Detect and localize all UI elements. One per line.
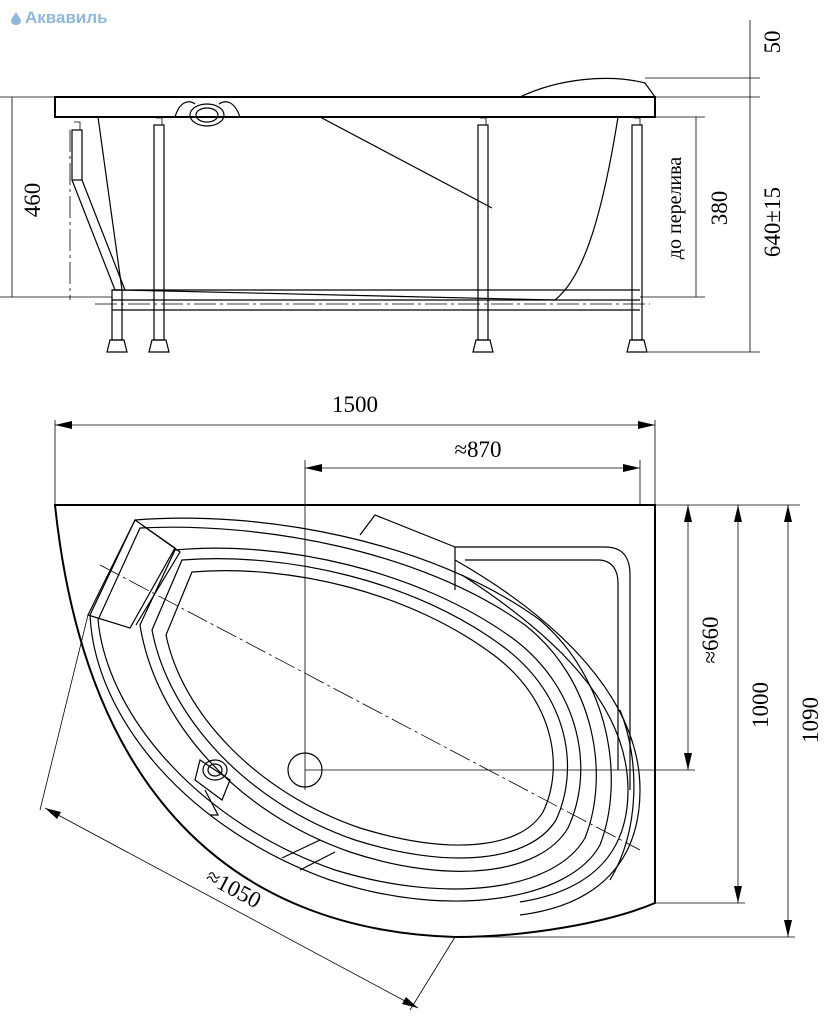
drop-icon [11,12,21,25]
overflow-label: до перелива [664,157,686,259]
brand-name: Аквавиль [25,8,108,27]
dim-rim-height: 50 [760,31,785,54]
dim-length: 1500 [332,392,378,417]
brand-logo: Аквавиль [10,8,108,28]
dim-drain-offset: ≈870 [454,437,501,462]
dim-total-height: 640±15 [760,187,785,257]
dim-diagonal: ≈1050 [202,864,265,914]
dim-overflow-height: 380 [707,191,732,226]
dim-left-height: 460 [20,183,45,218]
top-view: 1500 ≈870 ≈660 1000 1090 ≈1050 [39,392,823,1011]
side-view: 460 380 до перелива 50 640±15 [0,20,785,353]
dim-inner-width: 1000 [748,682,773,728]
dim-total-width: 1090 [798,697,823,743]
dim-drain-depth: ≈660 [698,616,723,663]
